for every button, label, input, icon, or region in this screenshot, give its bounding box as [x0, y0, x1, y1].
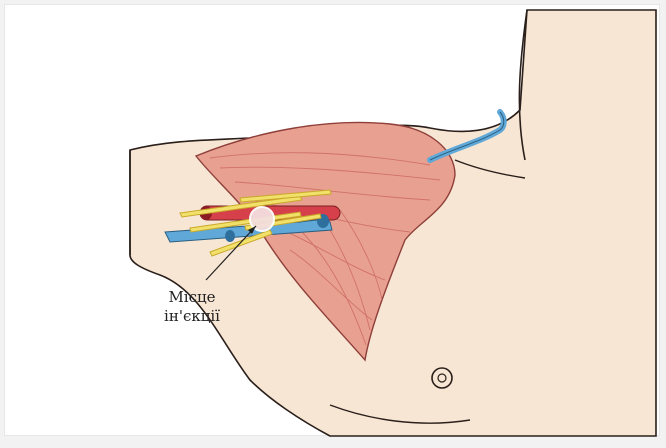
vein-branch-end	[225, 230, 235, 242]
label-line-2: ін'єкції	[142, 307, 242, 326]
label-line-1: Місце	[142, 288, 242, 307]
nipple	[432, 368, 452, 388]
injection-site-label: Місце ін'єкції	[142, 288, 242, 326]
